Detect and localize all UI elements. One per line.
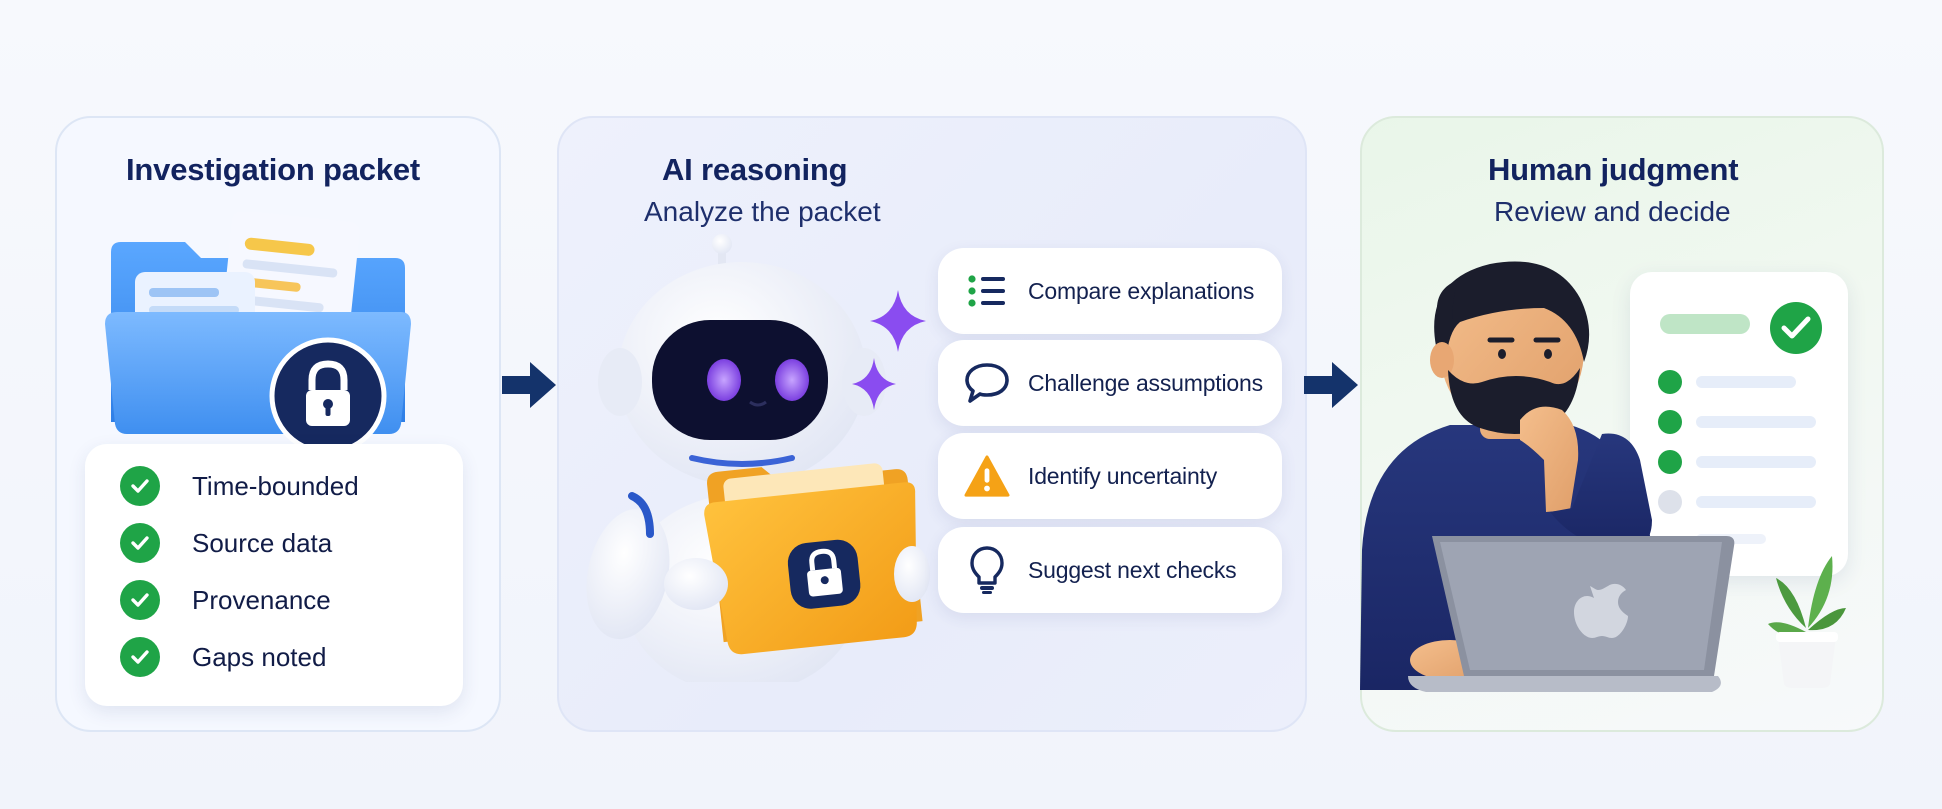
action-label: Compare explanations bbox=[1028, 277, 1255, 304]
ai-reasoning-subtitle: Analyze the packet bbox=[644, 196, 881, 227]
action-challenge-assumptions: Challenge assumptions bbox=[938, 340, 1282, 426]
action-label: Challenge assumptions bbox=[1028, 369, 1263, 396]
warning-icon bbox=[964, 453, 1010, 499]
sparkle-icon bbox=[852, 358, 896, 410]
laptop-icon bbox=[1408, 536, 1735, 692]
checkmark-icon bbox=[120, 637, 160, 677]
checklist-item: Source data bbox=[120, 522, 332, 564]
investigation-packet-title: Investigation packet bbox=[126, 152, 421, 187]
action-suggest-next-checks: Suggest next checks bbox=[938, 527, 1282, 613]
lock-icon bbox=[269, 337, 387, 455]
checklist-label: Time-bounded bbox=[192, 470, 359, 501]
list-icon bbox=[964, 268, 1010, 314]
robot-icon bbox=[586, 234, 930, 682]
review-checklist-card bbox=[1630, 272, 1848, 576]
action-compare-explanations: Compare explanations bbox=[938, 248, 1282, 334]
checklist-label: Source data bbox=[192, 527, 333, 558]
human-judgment-title: Human judgment bbox=[1488, 152, 1739, 187]
flow-arrow-icon bbox=[502, 362, 556, 408]
checklist-item: Gaps noted bbox=[120, 636, 326, 678]
checklist-label: Provenance bbox=[192, 584, 331, 615]
checkmark-icon bbox=[120, 466, 160, 506]
action-identify-uncertainty: Identify uncertainty bbox=[938, 433, 1282, 519]
checkmark-icon bbox=[120, 580, 160, 620]
ai-reasoning-title: AI reasoning bbox=[662, 152, 848, 187]
action-label: Suggest next checks bbox=[1028, 556, 1237, 583]
lightbulb-icon bbox=[964, 546, 1010, 594]
checkmark-icon bbox=[120, 523, 160, 563]
human-judgment-subtitle: Review and decide bbox=[1494, 196, 1731, 227]
plant-icon bbox=[1768, 556, 1846, 688]
speech-bubble-icon bbox=[964, 360, 1010, 406]
checklist-item: Time-bounded bbox=[120, 465, 359, 507]
action-label: Identify uncertainty bbox=[1028, 462, 1218, 489]
packet-checklist: Time-bounded Source data Provenance Gaps… bbox=[85, 444, 463, 706]
checklist-item: Provenance bbox=[120, 579, 331, 621]
flow-arrow-icon bbox=[1304, 362, 1358, 408]
checklist-label: Gaps noted bbox=[192, 641, 327, 672]
sparkle-icon bbox=[870, 290, 926, 352]
